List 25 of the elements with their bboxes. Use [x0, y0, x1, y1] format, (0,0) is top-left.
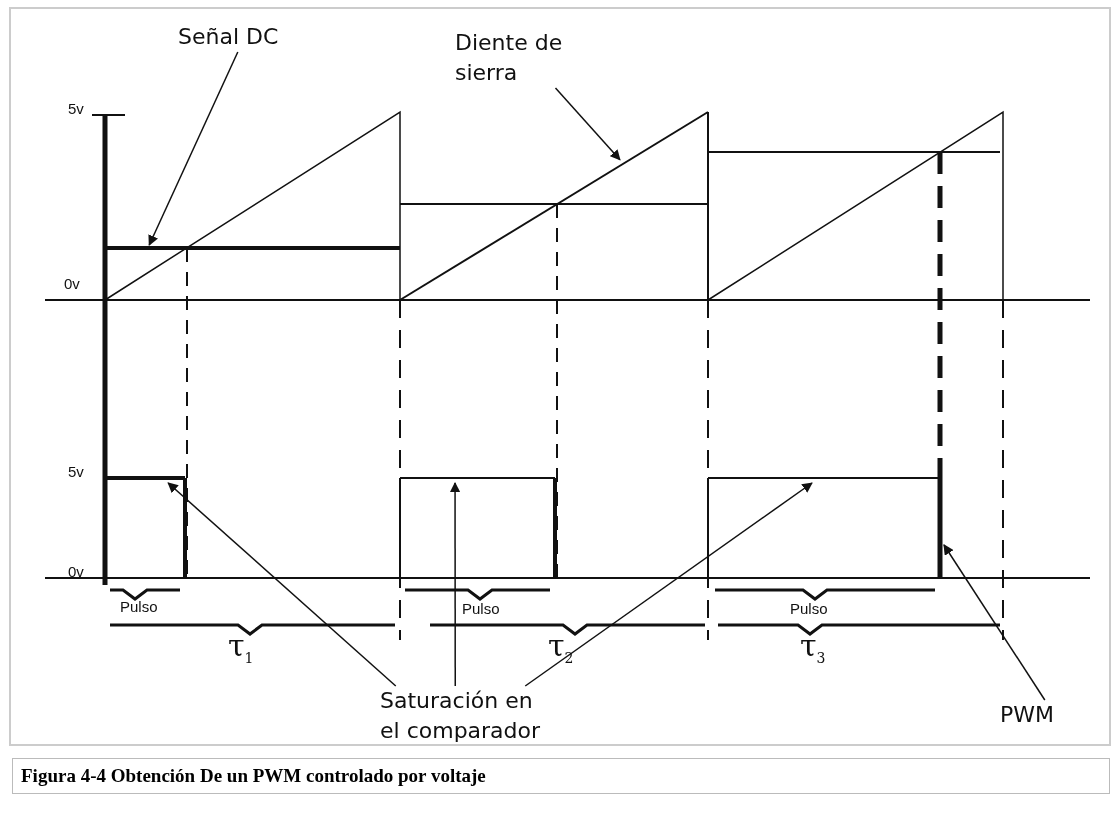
axis-label: 0v [68, 563, 84, 580]
callout-text: Señal DC [178, 22, 308, 52]
pulse-edge [937, 478, 943, 578]
pulse-label: Pulso [462, 600, 500, 617]
axis-label: 0v [64, 275, 80, 292]
leader-arrow [449, 481, 461, 687]
axis-label: 5v [68, 100, 84, 117]
sawtooth-ramp [399, 111, 709, 301]
dc-level-line [105, 246, 400, 250]
callout-text: Diente de sierra [455, 28, 605, 88]
axis-label: 5v [68, 463, 84, 480]
pulse-label: Pulso [120, 598, 158, 615]
leader-arrow [524, 482, 813, 687]
period-label: τ$_{3}$ [800, 628, 826, 666]
leader-arrow [148, 51, 239, 246]
period-label: τ$_{1}$ [228, 628, 254, 666]
period-label: τ$_{2}$ [548, 628, 574, 666]
leader-arrow [554, 87, 621, 161]
callout-text: PWM [1000, 700, 1080, 730]
callout-text: Saturación en el comparador [380, 686, 555, 746]
leader-arrow [167, 482, 397, 687]
pulse-label: Pulso [790, 600, 828, 617]
figure-caption: Figura 4-4 Obtención De un PWM controlado por voltaje [12, 758, 1110, 794]
leader-arrow [943, 544, 1046, 701]
pulse-top [105, 476, 185, 480]
